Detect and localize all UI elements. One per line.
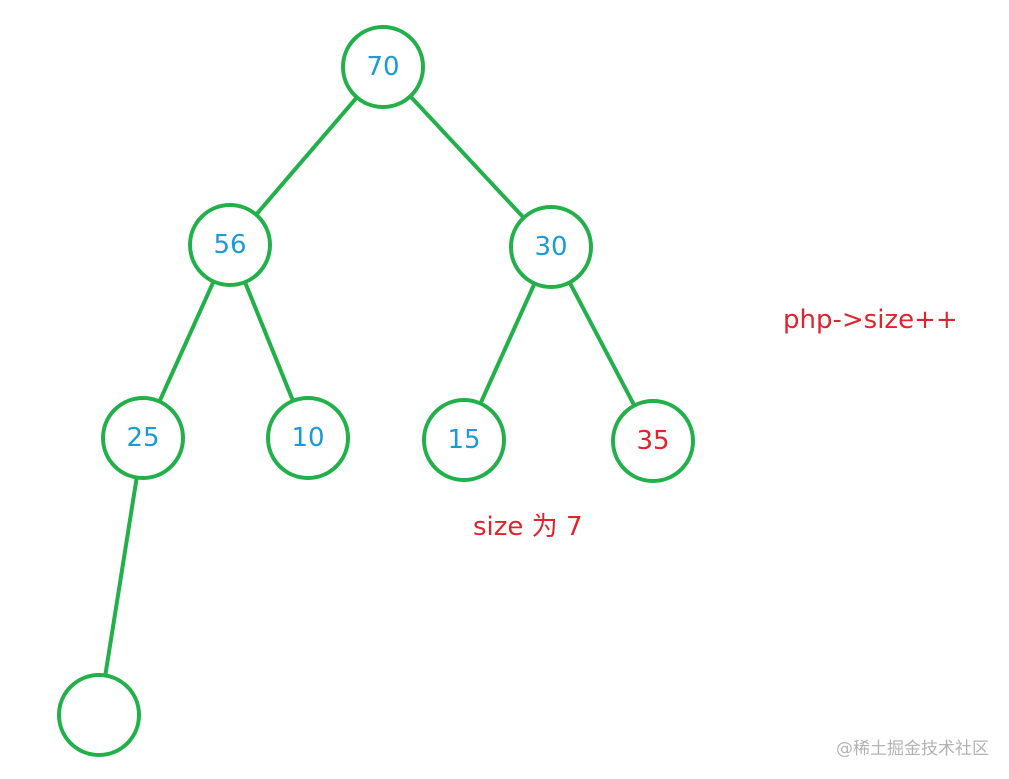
tree-node-25: 25 [101,396,185,480]
node-value-label: 70 [366,52,399,82]
node-circle [57,673,141,757]
tree-edges [103,94,637,678]
node-value-label: 10 [291,423,324,453]
tree-node-35: 35 [611,399,695,483]
tree-node-empty [57,673,141,757]
node-circle [341,25,425,109]
edge-n30-n35 [567,280,637,408]
edge-n30-n15 [478,281,537,406]
tree-nodes: 70 56 30 25 10 15 35 [57,25,695,757]
node-circle [611,399,695,483]
edge-n70-n30 [408,94,526,220]
size-value-note: size 为 7 [473,512,583,542]
node-circle [509,205,593,289]
tree-node-10: 10 [266,396,350,480]
tree-node-30: 30 [509,205,593,289]
size-increment-note: php->size++ [783,305,958,335]
node-value-label: 35 [636,426,669,456]
edge-n25-nEmpty [103,475,139,678]
node-circle [188,203,272,287]
tree-node-56: 56 [188,203,272,287]
node-circle [422,398,506,482]
edge-n70-n56 [254,95,359,217]
node-value-label: 25 [126,423,159,453]
tree-node-15: 15 [422,398,506,482]
node-circle [266,396,350,480]
tree-node-70: 70 [341,25,425,109]
edge-n56-n25 [157,279,216,404]
node-value-label: 56 [213,230,246,260]
node-value-label: 15 [447,425,480,455]
node-value-label: 30 [534,232,567,262]
edge-n56-n10 [242,280,296,403]
watermark: @稀土掘金技术社区 [836,739,989,759]
node-circle [101,396,185,480]
